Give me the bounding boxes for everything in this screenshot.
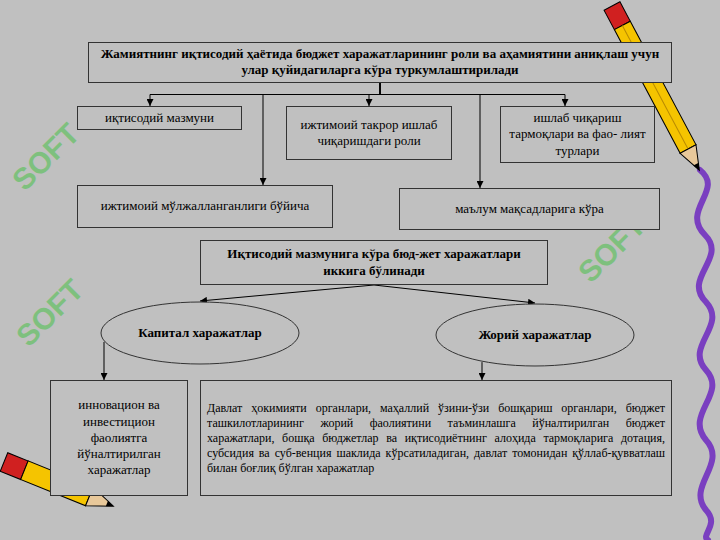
category-box: ишлаб чиқариш тармоқлари ва фао- лият ту… bbox=[500, 106, 655, 163]
node-text: иқтисодий мазмуни bbox=[84, 110, 235, 126]
node-text: Капитал харажатлар bbox=[138, 325, 262, 341]
description-box: Давлат ҳокимияти органлари, маҳаллий ўзи… bbox=[200, 380, 672, 496]
split-box: Иқтисодий мазмунига кўра бюд-жет харажат… bbox=[200, 240, 548, 285]
title-box: Жамиятнинг иқтисодий ҳаётида бюджет хара… bbox=[88, 42, 672, 83]
pencil-lead bbox=[693, 163, 702, 172]
node-text: ижтимоий мўлжалланганлиги бўйича bbox=[84, 198, 326, 214]
purple-squiggle bbox=[697, 170, 712, 540]
node-text: Жамиятнинг иқтисодий ҳаётида бюджет хара… bbox=[95, 46, 665, 79]
expense-ellipse: Жорий харажатлар bbox=[435, 303, 635, 367]
watermark: SOFT bbox=[10, 273, 91, 354]
watermark: SOFT bbox=[6, 117, 87, 198]
category-box: ижтимоий мўлжалланганлиги бўйича bbox=[77, 185, 333, 228]
pencil-tip bbox=[680, 145, 707, 175]
connector-arrow bbox=[104, 342, 105, 380]
node-text: инновацион ва инвестицион фаолиятга йўна… bbox=[57, 397, 181, 478]
connector-arrow bbox=[374, 285, 535, 303]
node-text: Иқтисодий мазмунига кўра бюд-жет харажат… bbox=[207, 246, 541, 279]
connector-arrow bbox=[200, 285, 374, 301]
node-text: маълум мақсадларига кўра bbox=[406, 201, 653, 217]
expense-ellipse: Капитал харажатлар bbox=[100, 301, 300, 365]
ellipse-shape bbox=[436, 304, 634, 366]
node-text: Давлат ҳокимияти органлари, маҳаллий ўзи… bbox=[207, 401, 665, 476]
node-text: ижтимоий такрор ишлаб чиқаришдаги роли bbox=[293, 117, 445, 150]
description-box: инновацион ва инвестицион фаолиятга йўна… bbox=[50, 380, 188, 496]
connector-arrow bbox=[482, 362, 483, 380]
category-box: ижтимоий такрор ишлаб чиқаришдаги роли bbox=[286, 106, 452, 160]
ellipse-shape bbox=[101, 302, 299, 364]
category-box: маълум мақсадларига кўра bbox=[399, 188, 660, 230]
node-text: Жорий харажатлар bbox=[478, 327, 591, 343]
pencil-lead bbox=[106, 501, 115, 509]
category-box: иқтисодий мазмуни bbox=[77, 106, 242, 130]
node-text: ишлаб чиқариш тармоқлари ва фао- лият ту… bbox=[507, 110, 648, 159]
